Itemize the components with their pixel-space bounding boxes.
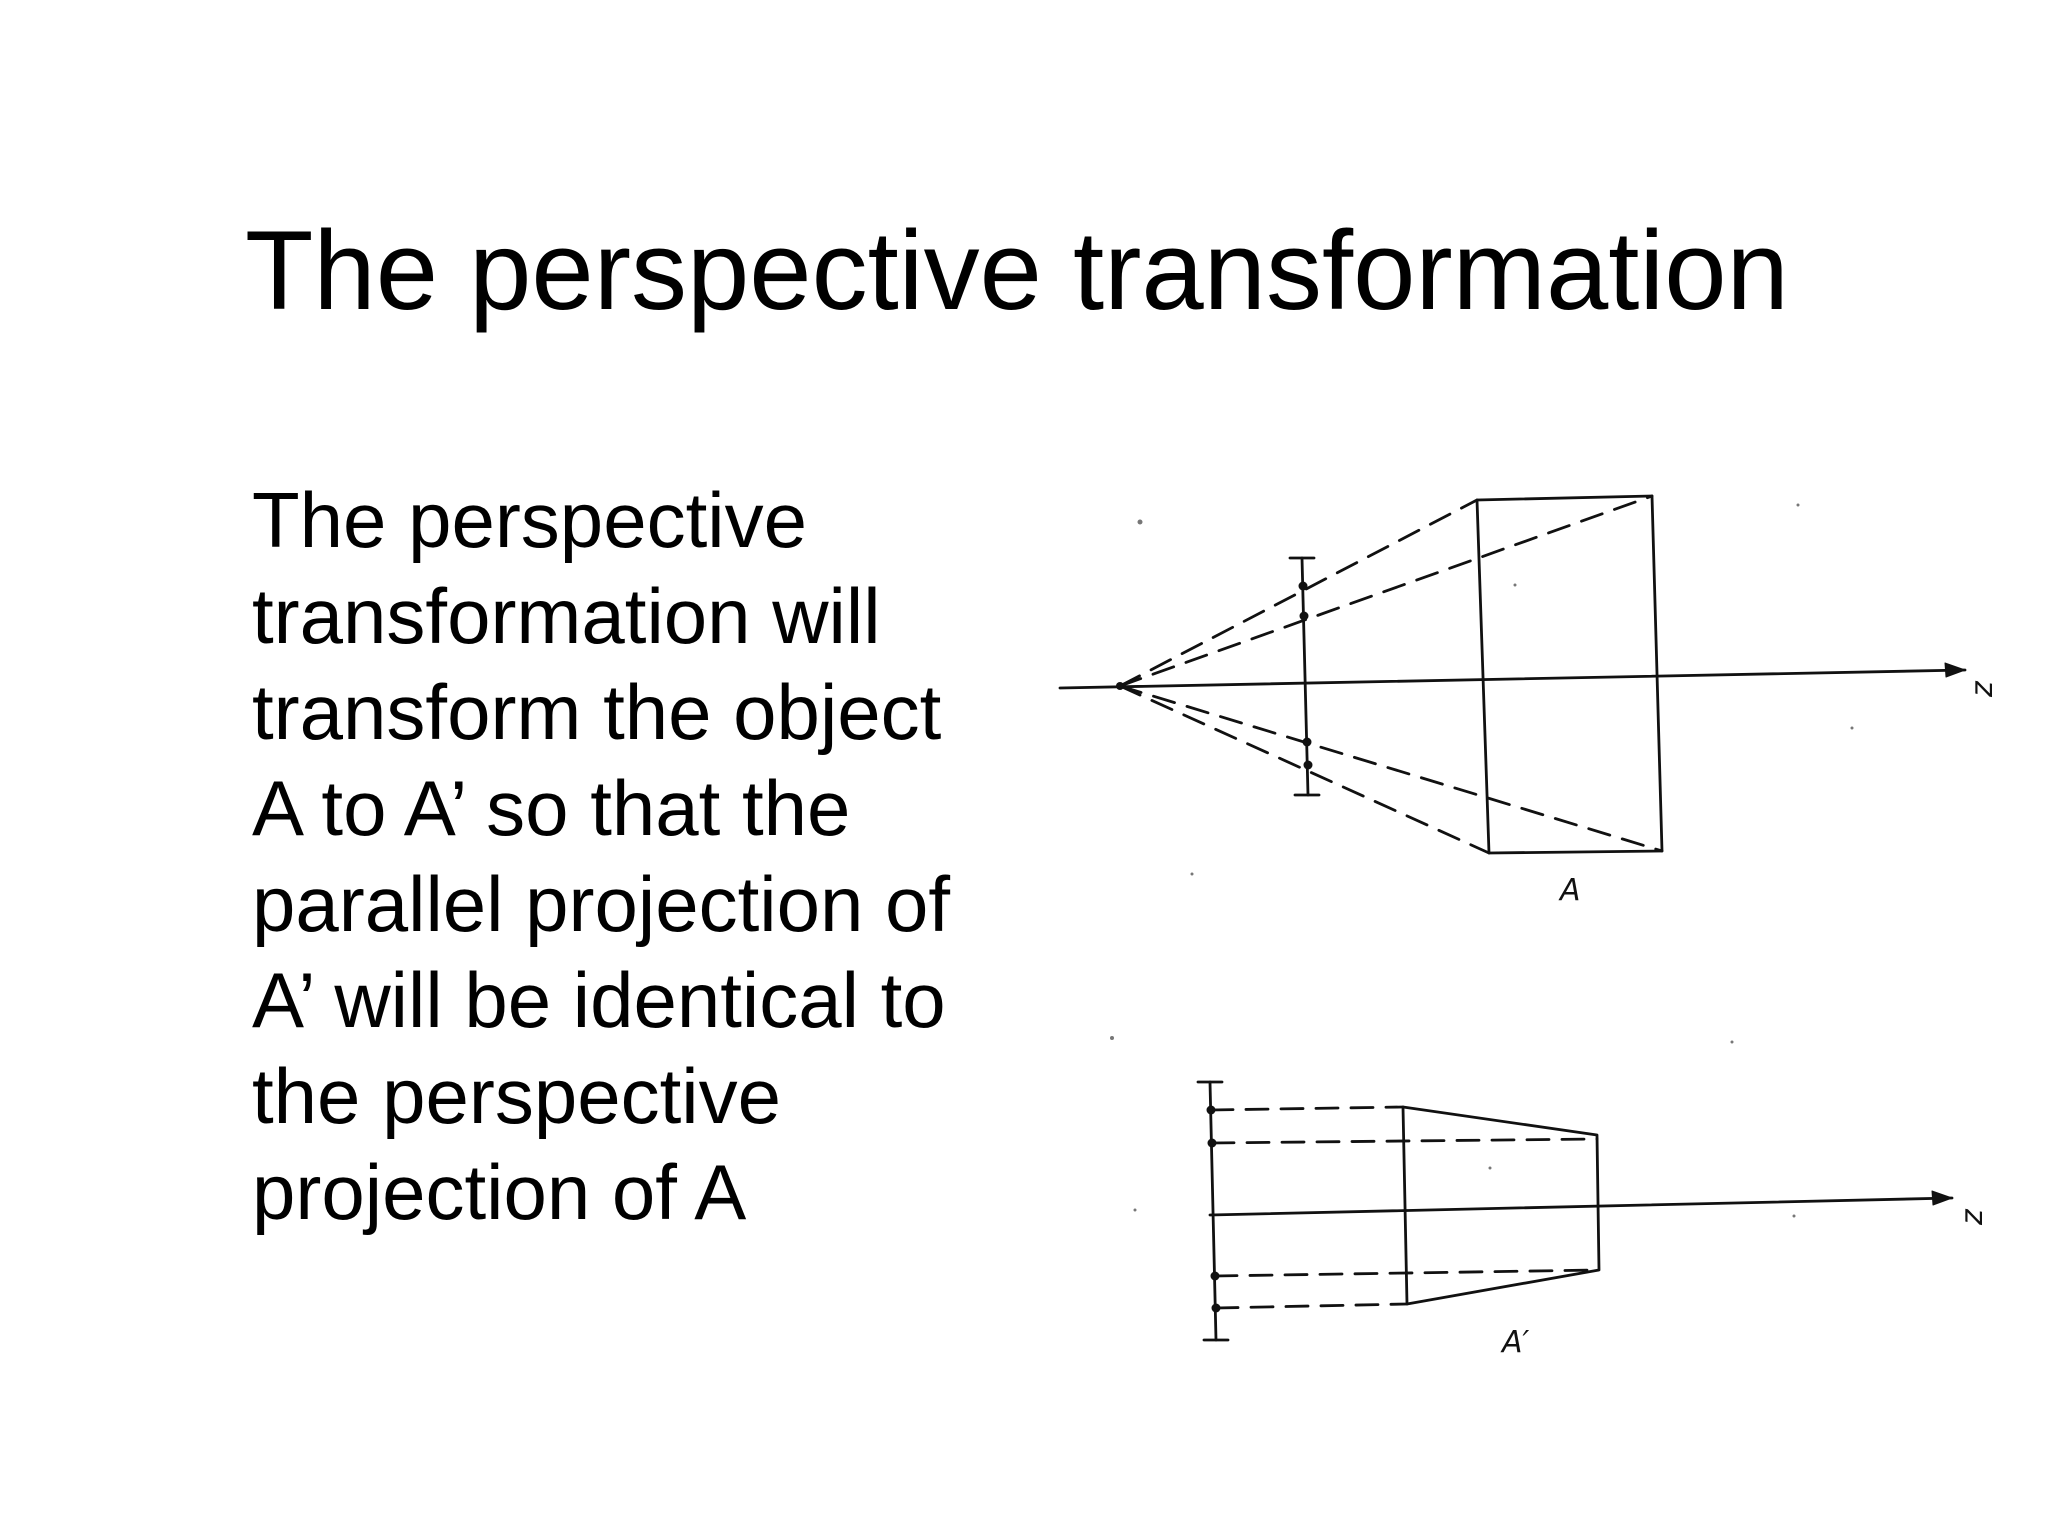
image-plane-bottom	[1196, 1080, 1230, 1342]
object-a-prime	[1401, 1105, 1601, 1306]
body-line: The perspective	[252, 476, 807, 564]
bottom-z-axis	[1208, 1196, 1954, 1217]
body-text: The perspective transformation will tran…	[252, 472, 1012, 1240]
body-line: A’ will be identical to	[252, 956, 946, 1044]
center-of-projection	[1116, 682, 1124, 690]
body-line: projection of A	[252, 1148, 747, 1236]
top-figure: z A	[1058, 494, 2000, 908]
perspective-diagram: z A z	[1058, 494, 2000, 1360]
bottom-z-axis-label: z	[1955, 1208, 1990, 1226]
top-z-axis-arrowhead	[1944, 662, 1966, 678]
projection-rays	[1118, 494, 1664, 855]
bottom-z-axis-arrowhead	[1931, 1190, 1953, 1206]
object-a-label: A	[1558, 873, 1581, 908]
body-line: transform the object	[252, 668, 942, 756]
body-line: transformation will	[252, 572, 881, 660]
top-z-axis-label: z	[1965, 680, 2000, 698]
body-line: A to A’ so that the	[252, 764, 851, 852]
parallel-rays	[1209, 1105, 1601, 1310]
slide-title: The perspective transformation	[245, 208, 1789, 333]
object-a	[1475, 494, 1664, 855]
bottom-figure: z A′	[1196, 1080, 1990, 1360]
object-a-prime-label: A′	[1500, 1325, 1530, 1360]
image-plane-top	[1288, 556, 1321, 797]
body-line: parallel projection of	[252, 860, 951, 948]
body-line: the perspective	[252, 1052, 781, 1140]
top-z-axis	[1058, 668, 1967, 690]
scan-specks	[1110, 503, 1854, 1218]
